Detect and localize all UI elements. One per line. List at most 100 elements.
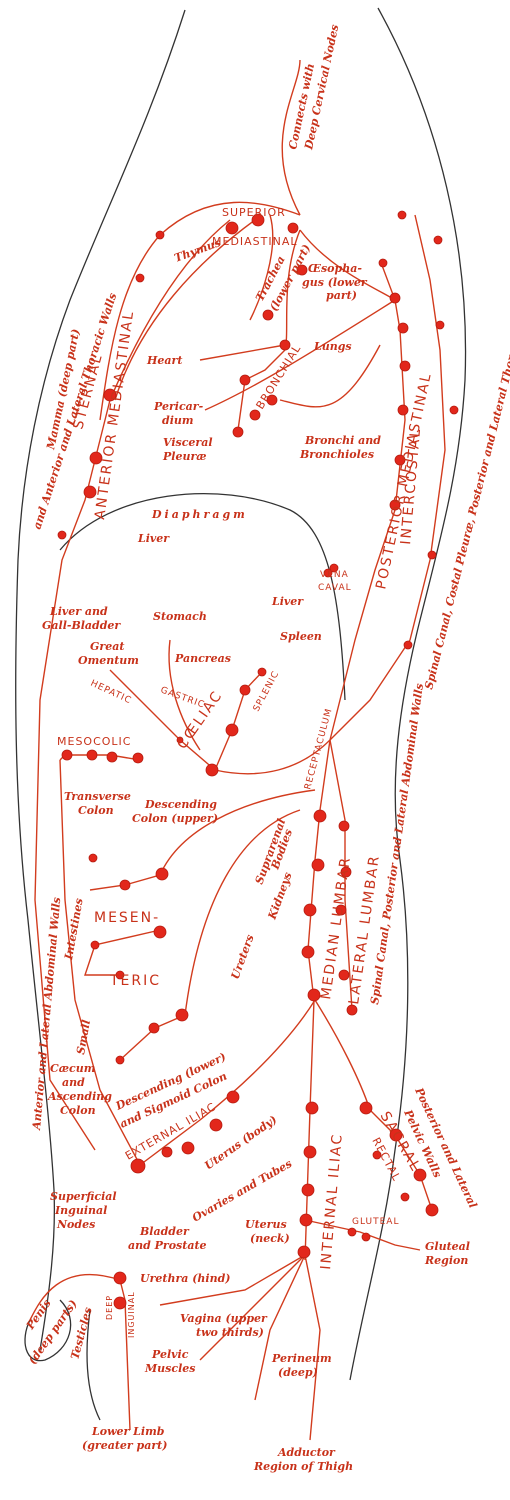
label-perineum-2: (deep) [278, 1366, 318, 1379]
vessel [29, 1273, 121, 1321]
vessel [304, 1219, 421, 1251]
lymph-node [287, 222, 299, 234]
lymph-node [130, 1158, 146, 1174]
label-bronchi-1: Bronchi and [304, 434, 381, 447]
label-superficial-2: Inguinal [54, 1204, 107, 1217]
genital-outline [24, 1299, 72, 1362]
label-esophagus-1: Œsopha- [308, 262, 362, 275]
label-caecum-1: Cæcum [50, 1062, 95, 1075]
lymph-node [297, 1245, 311, 1259]
vessel [139, 999, 316, 1166]
vessel [254, 1254, 306, 1401]
lymph-node [303, 903, 317, 917]
label-pericardium-1: Pericar- [153, 400, 204, 413]
lymph-node [83, 485, 97, 499]
label-spinal-abdominal: Spinal Canal, Posterior and Lateral Abdo… [368, 683, 426, 1006]
vessel [84, 929, 161, 976]
label-gluteal: GLUTEAL [352, 1217, 399, 1227]
lymph-node [135, 273, 145, 283]
lymph-node [397, 322, 409, 334]
label-bladder-1: Bladder [139, 1225, 190, 1238]
label-esophagus-2: gus (lower [302, 276, 368, 289]
lymph-node [88, 853, 98, 863]
label-adductor-1: Adductor [277, 1446, 336, 1459]
label-uterus-neck-1: Uterus [245, 1218, 287, 1231]
label-bronchial: BRONCHIAL [254, 342, 304, 412]
label-pelvic-muscles-2: Muscles [144, 1362, 195, 1375]
lymph-node [239, 684, 251, 696]
lymph-node [113, 1296, 127, 1310]
lymph-node [433, 235, 443, 245]
lymph-node [413, 1168, 427, 1182]
label-adductor-2: Region of Thigh [253, 1460, 353, 1473]
label-caval: CAVAL [318, 583, 352, 593]
lymph-node [335, 904, 347, 916]
lymph-node [266, 394, 278, 406]
vessel [34, 399, 111, 1151]
label-small: Small [74, 1019, 93, 1056]
vessel [279, 344, 381, 408]
lymph-node [307, 988, 321, 1002]
lymph-node [257, 667, 267, 677]
vessel [314, 999, 433, 1211]
label-superficial-1: Superficial [50, 1190, 117, 1203]
lymph-node [296, 264, 308, 276]
label-pancreas: Pancreas [174, 652, 231, 665]
label-pericardium-2: dium [162, 414, 194, 427]
vessel [114, 219, 256, 401]
vessel [159, 1254, 306, 1306]
lymph-node [372, 1150, 382, 1160]
label-splenic: SPLENIC [252, 669, 282, 713]
vessel [109, 219, 231, 401]
lymph-node [359, 1101, 373, 1115]
label-stomach: Stomach [153, 610, 207, 623]
label-deep: DEEP [105, 1295, 114, 1320]
right-body-outline [349, 7, 467, 1381]
vessel [237, 349, 286, 431]
lymph-node [313, 809, 327, 823]
lymph-node [86, 749, 98, 761]
label-inguinal: INGUINAL [127, 1291, 136, 1338]
label-visceral-2: Pleuræ [162, 450, 207, 463]
label-superficial-3: Nodes [56, 1218, 95, 1231]
lymph-node [181, 1141, 195, 1155]
vessel [119, 809, 301, 1061]
vessel [304, 1254, 321, 1441]
lymph-node [113, 1271, 127, 1285]
lymph-node [347, 1227, 357, 1237]
thigh-outline [86, 1309, 101, 1421]
label-lower-limb-1: Lower Limb [91, 1425, 165, 1438]
label-descending-1: Descending [144, 798, 217, 811]
label-liver-2: Liver [271, 595, 304, 608]
lymph-node [103, 388, 117, 402]
vessel [329, 214, 446, 741]
lymph-node [132, 752, 144, 764]
label-hepatic: HEPATIC [89, 679, 133, 707]
lymph-node [323, 568, 333, 578]
lymph-node [61, 749, 73, 761]
lymph-node [57, 530, 67, 540]
label-gluteal-region-1: Gluteal [425, 1240, 470, 1253]
label-liver: Liver [137, 532, 170, 545]
label-vena: VENA [320, 570, 349, 580]
lymph-node [425, 1203, 439, 1217]
label-visceral-1: Visceral [163, 436, 213, 449]
lymph-node [329, 563, 339, 573]
label-mediastinal-sup: MEDIASTINAL [212, 235, 298, 248]
lymph-node [361, 1232, 371, 1242]
lymph-node [239, 374, 251, 386]
vessel [249, 214, 274, 321]
lymph-node [155, 230, 165, 240]
label-caecum-3: Ascending [47, 1090, 112, 1103]
label-esophagus-3: part) [326, 289, 357, 302]
lymph-node [427, 550, 437, 560]
label-diaphragm: Diaphragm [151, 508, 248, 521]
lymph-node [249, 409, 261, 421]
lymph-node [90, 940, 100, 950]
label-uterus-neck-2: (neck) [250, 1232, 290, 1245]
label-perineum-1: Perineum [271, 1352, 332, 1365]
lymph-node [338, 820, 350, 832]
lymph-node [279, 339, 291, 351]
lymph-node [153, 925, 167, 939]
lymph-node [205, 763, 219, 777]
